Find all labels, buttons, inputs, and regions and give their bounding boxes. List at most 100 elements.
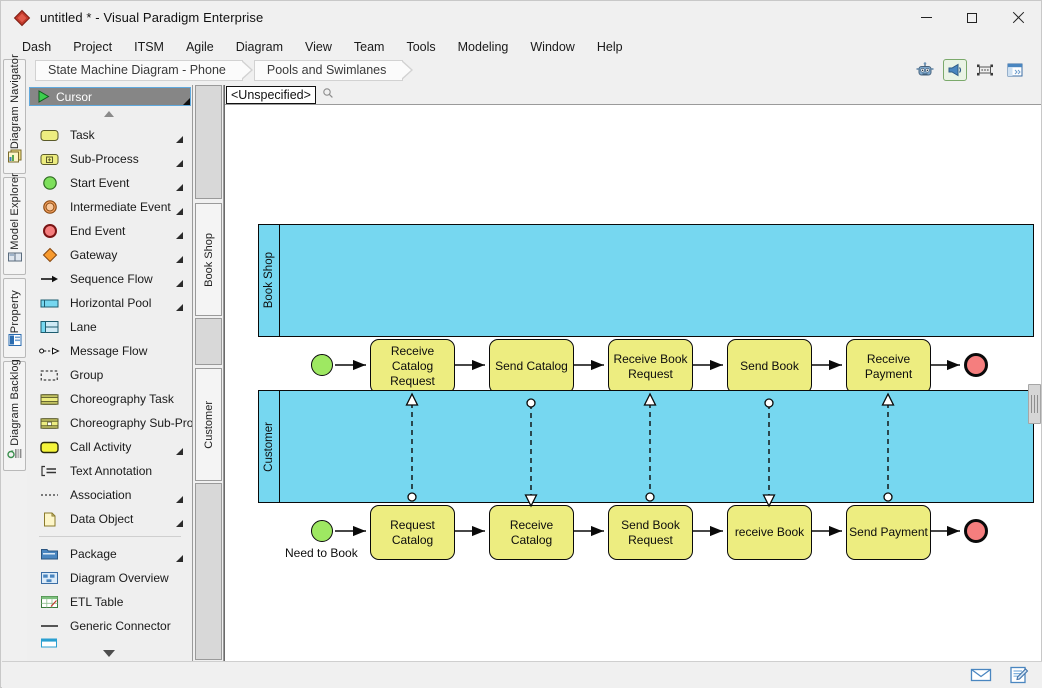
diagram-panel-icon[interactable] bbox=[1003, 59, 1027, 81]
title-bar: untitled * - Visual Paradigm Enterprise bbox=[1, 1, 1041, 34]
task-send-catalog[interactable]: Send Catalog bbox=[489, 339, 574, 394]
lane-strip-tab-customer[interactable]: Customer bbox=[195, 368, 222, 481]
bot-assistant-icon[interactable] bbox=[913, 59, 937, 81]
palette-scroll-down-button[interactable] bbox=[27, 645, 191, 661]
palette-item-choreography-sub-process[interactable]: Choreography Sub-Process bbox=[27, 411, 192, 435]
palette-expand-arrow-icon[interactable] bbox=[176, 184, 183, 191]
close-button[interactable] bbox=[995, 1, 1041, 34]
task-receive-book[interactable]: receive Book bbox=[727, 505, 812, 560]
palette-expand-arrow-icon[interactable] bbox=[176, 496, 183, 503]
palette-item-choreography-task[interactable]: Choreography Task bbox=[27, 387, 191, 411]
breadcrumb-label-0: State Machine Diagram - Phone bbox=[48, 63, 226, 77]
palette-expand-arrow-icon[interactable] bbox=[176, 136, 183, 143]
magnifier-icon[interactable] bbox=[322, 87, 334, 102]
maximize-button[interactable] bbox=[949, 1, 995, 34]
palette-expand-arrow-icon[interactable] bbox=[176, 256, 183, 263]
diagram-canvas-area: <Unspecified> Book Shop Receive Catalog … bbox=[224, 85, 1041, 661]
palette-item-intermediate-event[interactable]: Intermediate Event bbox=[27, 195, 191, 219]
end-event-customer[interactable] bbox=[964, 519, 988, 543]
pool-customer[interactable]: Customer bbox=[258, 390, 1034, 503]
menu-itsm[interactable]: ITSM bbox=[134, 39, 164, 54]
palette-label-call-activity: Call Activity bbox=[70, 440, 132, 454]
sidebar-item-diagram-backlog[interactable]: Diagram Backlog bbox=[3, 359, 26, 471]
task-receive-payment[interactable]: Receive Payment bbox=[846, 339, 931, 394]
megaphone-announce-icon[interactable] bbox=[943, 59, 967, 81]
menu-project[interactable]: Project bbox=[73, 39, 113, 54]
resize-shape-icon[interactable] bbox=[973, 59, 997, 81]
palette-scroll-up-button[interactable] bbox=[27, 107, 191, 121]
task-receive-book-request[interactable]: Receive Book Request bbox=[608, 339, 693, 394]
menu-dash[interactable]: Dash bbox=[22, 39, 52, 54]
palette-expand-arrow-icon[interactable] bbox=[176, 448, 183, 455]
diagram-canvas[interactable]: Book Shop Receive Catalog Request Send C… bbox=[225, 106, 1041, 661]
palette-item-diagram-overview[interactable]: Diagram Overview bbox=[27, 566, 191, 590]
palette-expand-arrow-icon[interactable] bbox=[176, 208, 183, 215]
palette-item-call-activity[interactable]: Call Activity bbox=[27, 435, 191, 459]
menu-team[interactable]: Team bbox=[353, 39, 385, 54]
menu-agile[interactable]: Agile bbox=[185, 39, 214, 54]
task-send-book[interactable]: Send Book bbox=[727, 339, 812, 394]
sidebar-item-diagram-navigator[interactable]: Diagram Navigator bbox=[3, 54, 26, 174]
scroll-down-arrow-icon bbox=[103, 649, 115, 657]
palette-label-intermediate-event: Intermediate Event bbox=[70, 200, 171, 214]
diagram-toolbar bbox=[913, 59, 1041, 81]
menu-tools[interactable]: Tools bbox=[406, 39, 436, 54]
palette-expand-arrow-icon[interactable] bbox=[176, 280, 183, 287]
cursor-expand-corner-icon[interactable] bbox=[183, 98, 190, 105]
context-scope-value[interactable]: <Unspecified> bbox=[226, 85, 316, 104]
choreography-sub-process-icon bbox=[39, 415, 61, 431]
start-event-book-shop[interactable] bbox=[311, 354, 333, 376]
sidebar-item-model-explorer[interactable]: Model Explorer bbox=[3, 173, 26, 275]
palette-item-etl-table[interactable]: ETL Table bbox=[27, 590, 191, 614]
palette-item-group[interactable]: Group bbox=[27, 363, 191, 387]
palette-item-generic-connector[interactable]: Generic Connector bbox=[27, 614, 191, 638]
palette-item-horizontal-pool[interactable]: Horizontal Pool bbox=[27, 291, 191, 315]
sidebar-item-property[interactable]: Property bbox=[3, 278, 26, 358]
palette-item-task[interactable]: Task bbox=[27, 123, 191, 147]
palette-item-lane[interactable]: Lane bbox=[27, 315, 191, 339]
canvas-vertical-scrollbar[interactable] bbox=[1028, 384, 1041, 424]
menu-modeling[interactable]: Modeling bbox=[457, 39, 509, 54]
task-receive-catalog[interactable]: Receive Catalog bbox=[489, 505, 574, 560]
palette-item-start-event[interactable]: Start Event bbox=[27, 171, 191, 195]
sidebar-label-property: Property bbox=[8, 289, 21, 333]
palette-item-gateway[interactable]: Gateway bbox=[27, 243, 191, 267]
menu-diagram[interactable]: Diagram bbox=[235, 39, 283, 54]
palette-item-data-object[interactable]: Data Object bbox=[27, 507, 191, 531]
palette-item-end-event[interactable]: End Event bbox=[27, 219, 191, 243]
task-send-book-request[interactable]: Send Book Request bbox=[608, 505, 693, 560]
start-event-customer[interactable] bbox=[311, 520, 333, 542]
menu-window[interactable]: Window bbox=[530, 39, 575, 54]
minimize-button[interactable] bbox=[903, 1, 949, 34]
palette-item-partial[interactable] bbox=[27, 638, 191, 650]
data-object-icon bbox=[39, 511, 61, 527]
task-request-catalog[interactable]: Request Catalog bbox=[370, 505, 455, 560]
task-receive-catalog-request[interactable]: Receive Catalog Request bbox=[370, 339, 455, 394]
palette-expand-arrow-icon[interactable] bbox=[176, 160, 183, 167]
end-event-book-shop[interactable] bbox=[964, 353, 988, 377]
lane-strip-block-bottom[interactable] bbox=[195, 483, 222, 660]
lane-strip-block-middle[interactable] bbox=[195, 318, 222, 365]
breadcrumb-item-pools-and-swimlanes[interactable]: Pools and Swimlanes bbox=[253, 59, 414, 81]
palette-item-message-flow[interactable]: Message Flow bbox=[27, 339, 191, 363]
palette-expand-arrow-icon[interactable] bbox=[176, 520, 183, 527]
palette-expand-arrow-icon[interactable] bbox=[176, 304, 183, 311]
palette-item-association[interactable]: Association bbox=[27, 483, 191, 507]
message-envelope-icon[interactable] bbox=[966, 664, 996, 686]
palette-expand-arrow-icon[interactable] bbox=[176, 232, 183, 239]
task-send-payment[interactable]: Send Payment bbox=[846, 505, 931, 560]
palette-item-sub-process[interactable]: Sub-Process bbox=[27, 147, 191, 171]
lane-strip-tab-book-shop[interactable]: Book Shop bbox=[195, 203, 222, 316]
palette-item-cursor[interactable]: Cursor bbox=[29, 87, 191, 106]
menu-view[interactable]: View bbox=[305, 39, 332, 54]
palette-label-gateway: Gateway bbox=[70, 248, 118, 262]
pool-book-shop[interactable]: Book Shop bbox=[258, 224, 1034, 337]
lane-strip-block-top[interactable] bbox=[195, 85, 222, 199]
edit-note-icon[interactable] bbox=[1004, 664, 1034, 686]
palette-item-package[interactable]: Package bbox=[27, 542, 191, 566]
breadcrumb-item-state-machine-diagram[interactable]: State Machine Diagram - Phone bbox=[35, 59, 253, 81]
palette-item-text-annotation[interactable]: Text Annotation bbox=[27, 459, 191, 483]
palette-item-sequence-flow[interactable]: Sequence Flow bbox=[27, 267, 191, 291]
menu-help[interactable]: Help bbox=[596, 39, 623, 54]
palette-expand-arrow-icon[interactable] bbox=[176, 555, 183, 562]
